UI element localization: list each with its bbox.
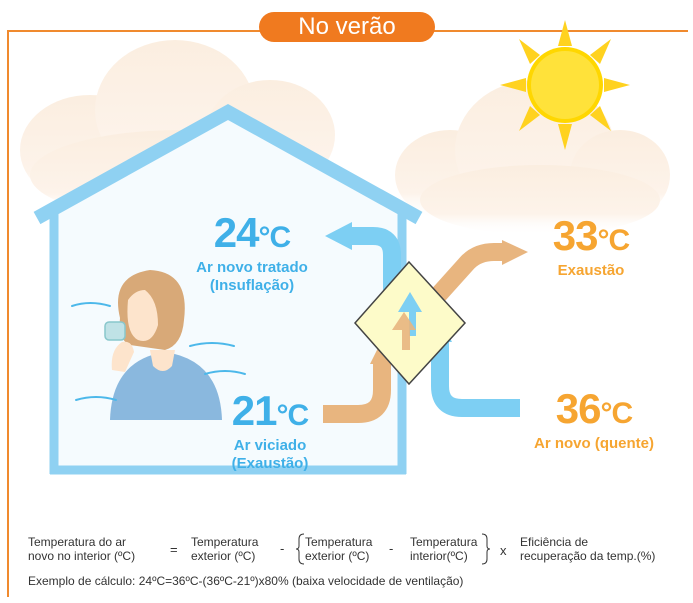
exhaust-air-arrow — [425, 240, 528, 309]
formula-term3-line2: exterior (ºC) — [305, 549, 370, 563]
person-illustration — [104, 270, 222, 420]
stale-unit: °C — [276, 399, 310, 432]
stale-line2: (Exaustão) — [231, 455, 309, 472]
formula-term3: Temperatura exterior (ºC) — [305, 535, 372, 563]
calculation-example: Exemplo de cálculo: 24ºC=36ºC-(36ºC-21º)… — [28, 574, 464, 588]
formula-term4: Temperatura interior(ºC) — [410, 535, 477, 563]
formula-term5-line1: Eficiência de — [520, 535, 589, 549]
formula-term1-line1: Temperatura do ar — [28, 535, 127, 549]
treated-air-arrow — [325, 222, 401, 300]
formula-minus1: - — [280, 541, 285, 556]
exhaust-out-label: 33°C Exaustão — [536, 215, 646, 280]
fresh-temp: 36 — [555, 385, 602, 432]
heat-exchanger-icon — [353, 260, 467, 386]
formula-term2: Temperatura exterior (ºC) — [191, 535, 258, 563]
exhaust-temp: 33 — [552, 212, 599, 259]
formula-term1-line2: novo no interior (ºC) — [28, 549, 136, 563]
season-title: No verão — [259, 12, 435, 42]
exhaust-unit: °C — [597, 224, 631, 257]
formula-term2-line2: exterior (ºC) — [191, 549, 256, 563]
fresh-unit: °C — [600, 397, 634, 430]
cloud-right — [395, 80, 670, 235]
wind-lines — [71, 302, 246, 401]
formula-term4-line1: Temperatura — [410, 535, 478, 549]
formula-term5-line2: recuperação da temp.(%) — [520, 549, 656, 563]
formula-term3-line1: Temperatura — [305, 535, 373, 549]
formula-term1: Temperatura do ar novo no interior (ºC) — [28, 535, 135, 563]
formula-minus2: - — [389, 541, 394, 556]
fresh-line1: Ar novo (quente) — [534, 435, 654, 452]
fresh-air-label: 36°C Ar novo (quente) — [524, 388, 664, 453]
formula-term4-line2: interior(ºC) — [410, 549, 468, 563]
formula-equals: = — [170, 542, 178, 557]
sun-icon — [500, 20, 630, 150]
bracket-right — [481, 533, 490, 565]
formula-times: x — [500, 543, 507, 558]
treated-air-label: 24°C Ar novo tratado (Insuflação) — [182, 212, 322, 295]
treated-line2: (Insuflação) — [209, 277, 295, 294]
stale-line1: Ar viciado — [233, 437, 307, 454]
treated-temp: 24 — [213, 209, 260, 256]
formula-term5: Eficiência de recuperação da temp.(%) — [520, 535, 655, 563]
exhaust-line1: Exaustão — [557, 262, 625, 279]
bracket-left — [296, 533, 305, 565]
formula-term2-line1: Temperatura — [191, 535, 259, 549]
stale-temp: 21 — [231, 387, 278, 434]
treated-unit: °C — [258, 221, 292, 254]
stale-air-label: 21°C Ar viciado (Exaustão) — [210, 390, 330, 473]
treated-line1: Ar novo tratado — [196, 259, 308, 276]
